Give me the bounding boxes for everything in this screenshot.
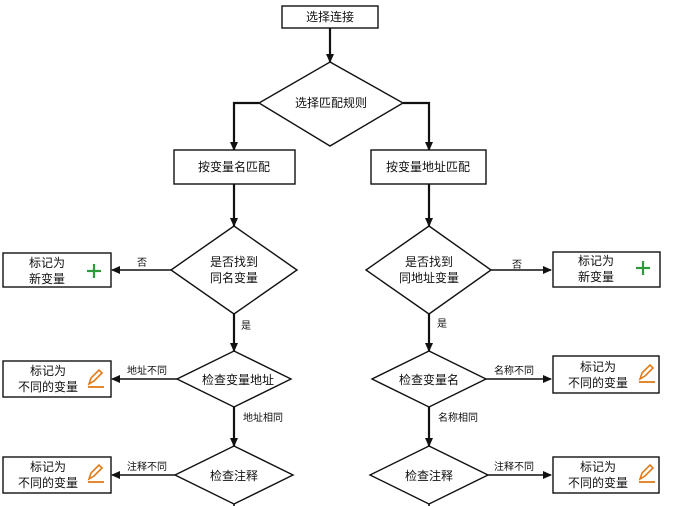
svg-text:按变量名匹配: 按变量名匹配: [198, 159, 270, 174]
node-match-by-address: 按变量地址匹配: [370, 149, 487, 185]
svg-text:是否找到: 是否找到: [405, 255, 453, 269]
edge-label-address-diff: 地址不同: [127, 364, 167, 377]
svg-text:检查注释: 检查注释: [405, 468, 453, 483]
node-found-same-address: 是否找到 同地址变量: [364, 225, 493, 315]
node-mark-diff-3: 标记为 不同的变量: [2, 456, 112, 494]
svg-text:标记为: 标记为: [30, 460, 66, 474]
pencil-icon: [87, 368, 104, 388]
node-mark-diff-1: 标记为 不同的变量: [2, 360, 112, 398]
svg-text:检查变量名: 检查变量名: [399, 372, 459, 387]
svg-text:选择连接: 选择连接: [306, 9, 354, 24]
edge-rule-to-address: [403, 101, 433, 151]
svg-text:同名变量: 同名变量: [210, 270, 258, 285]
svg-text:标记为: 标记为: [580, 460, 616, 474]
svg-text:标记为: 标记为: [30, 364, 66, 378]
plus-icon: [636, 261, 650, 275]
plus-icon: [87, 264, 101, 278]
node-select-rule: 选择匹配规则: [257, 61, 405, 147]
edge-label-no-right: 否: [512, 259, 522, 271]
edge-label-yes-left: 是: [241, 320, 251, 332]
edge-labels: 否 否 是 是 地址不同 地址相同 名称不同 名称相同 注释不同 注释不同: [127, 257, 534, 473]
edge-label-yes-right: 是: [437, 318, 447, 330]
node-check-name: 检查变量名: [370, 350, 488, 408]
svg-text:新变量: 新变量: [29, 271, 65, 286]
pencil-icon: [638, 363, 655, 383]
edge-label-no-left: 否: [137, 257, 147, 269]
edge-rule-to-name: [230, 101, 259, 151]
svg-text:标记为: 标记为: [29, 256, 65, 270]
svg-text:不同的变量: 不同的变量: [568, 475, 628, 490]
svg-text:检查变量地址: 检查变量地址: [202, 372, 274, 387]
svg-text:按变量地址匹配: 按变量地址匹配: [386, 159, 470, 174]
edge-label-address-same: 地址相同: [243, 411, 283, 424]
edge-label-name-same: 名称相同: [438, 411, 478, 424]
svg-text:选择匹配规则: 选择匹配规则: [295, 95, 367, 110]
edge-label-comment-diff-right: 注释不同: [494, 460, 534, 473]
svg-text:是否找到: 是否找到: [210, 255, 258, 269]
svg-text:不同的变量: 不同的变量: [18, 379, 78, 394]
node-check-comment-left: 检查注释: [173, 445, 295, 505]
pencil-icon: [638, 463, 655, 483]
node-match-by-name: 按变量名匹配: [173, 149, 296, 185]
edge-label-comment-diff-left: 注释不同: [127, 460, 167, 473]
edge-label-name-diff: 名称不同: [494, 364, 534, 377]
svg-text:不同的变量: 不同的变量: [568, 375, 628, 390]
node-select-connection: 选择连接: [281, 5, 379, 29]
svg-text:标记为: 标记为: [580, 360, 616, 374]
node-check-address: 检查变量地址: [175, 350, 293, 408]
node-mark-diff-4: 标记为 不同的变量: [552, 456, 660, 494]
svg-text:不同的变量: 不同的变量: [18, 475, 78, 490]
svg-text:新变量: 新变量: [578, 269, 614, 284]
node-mark-diff-2: 标记为 不同的变量: [552, 355, 660, 394]
node-check-comment-right: 检查注释: [368, 445, 490, 505]
svg-text:检查注释: 检查注释: [210, 468, 258, 483]
node-found-same-name: 是否找到 同名变量: [169, 225, 299, 315]
edges: [111, 28, 552, 506]
svg-text:同地址变量: 同地址变量: [399, 270, 459, 285]
pencil-icon: [87, 463, 104, 483]
node-mark-new-left: 标记为 新变量: [2, 252, 112, 288]
svg-text:标记为: 标记为: [578, 254, 614, 268]
node-mark-new-right: 标记为 新变量: [552, 251, 661, 288]
